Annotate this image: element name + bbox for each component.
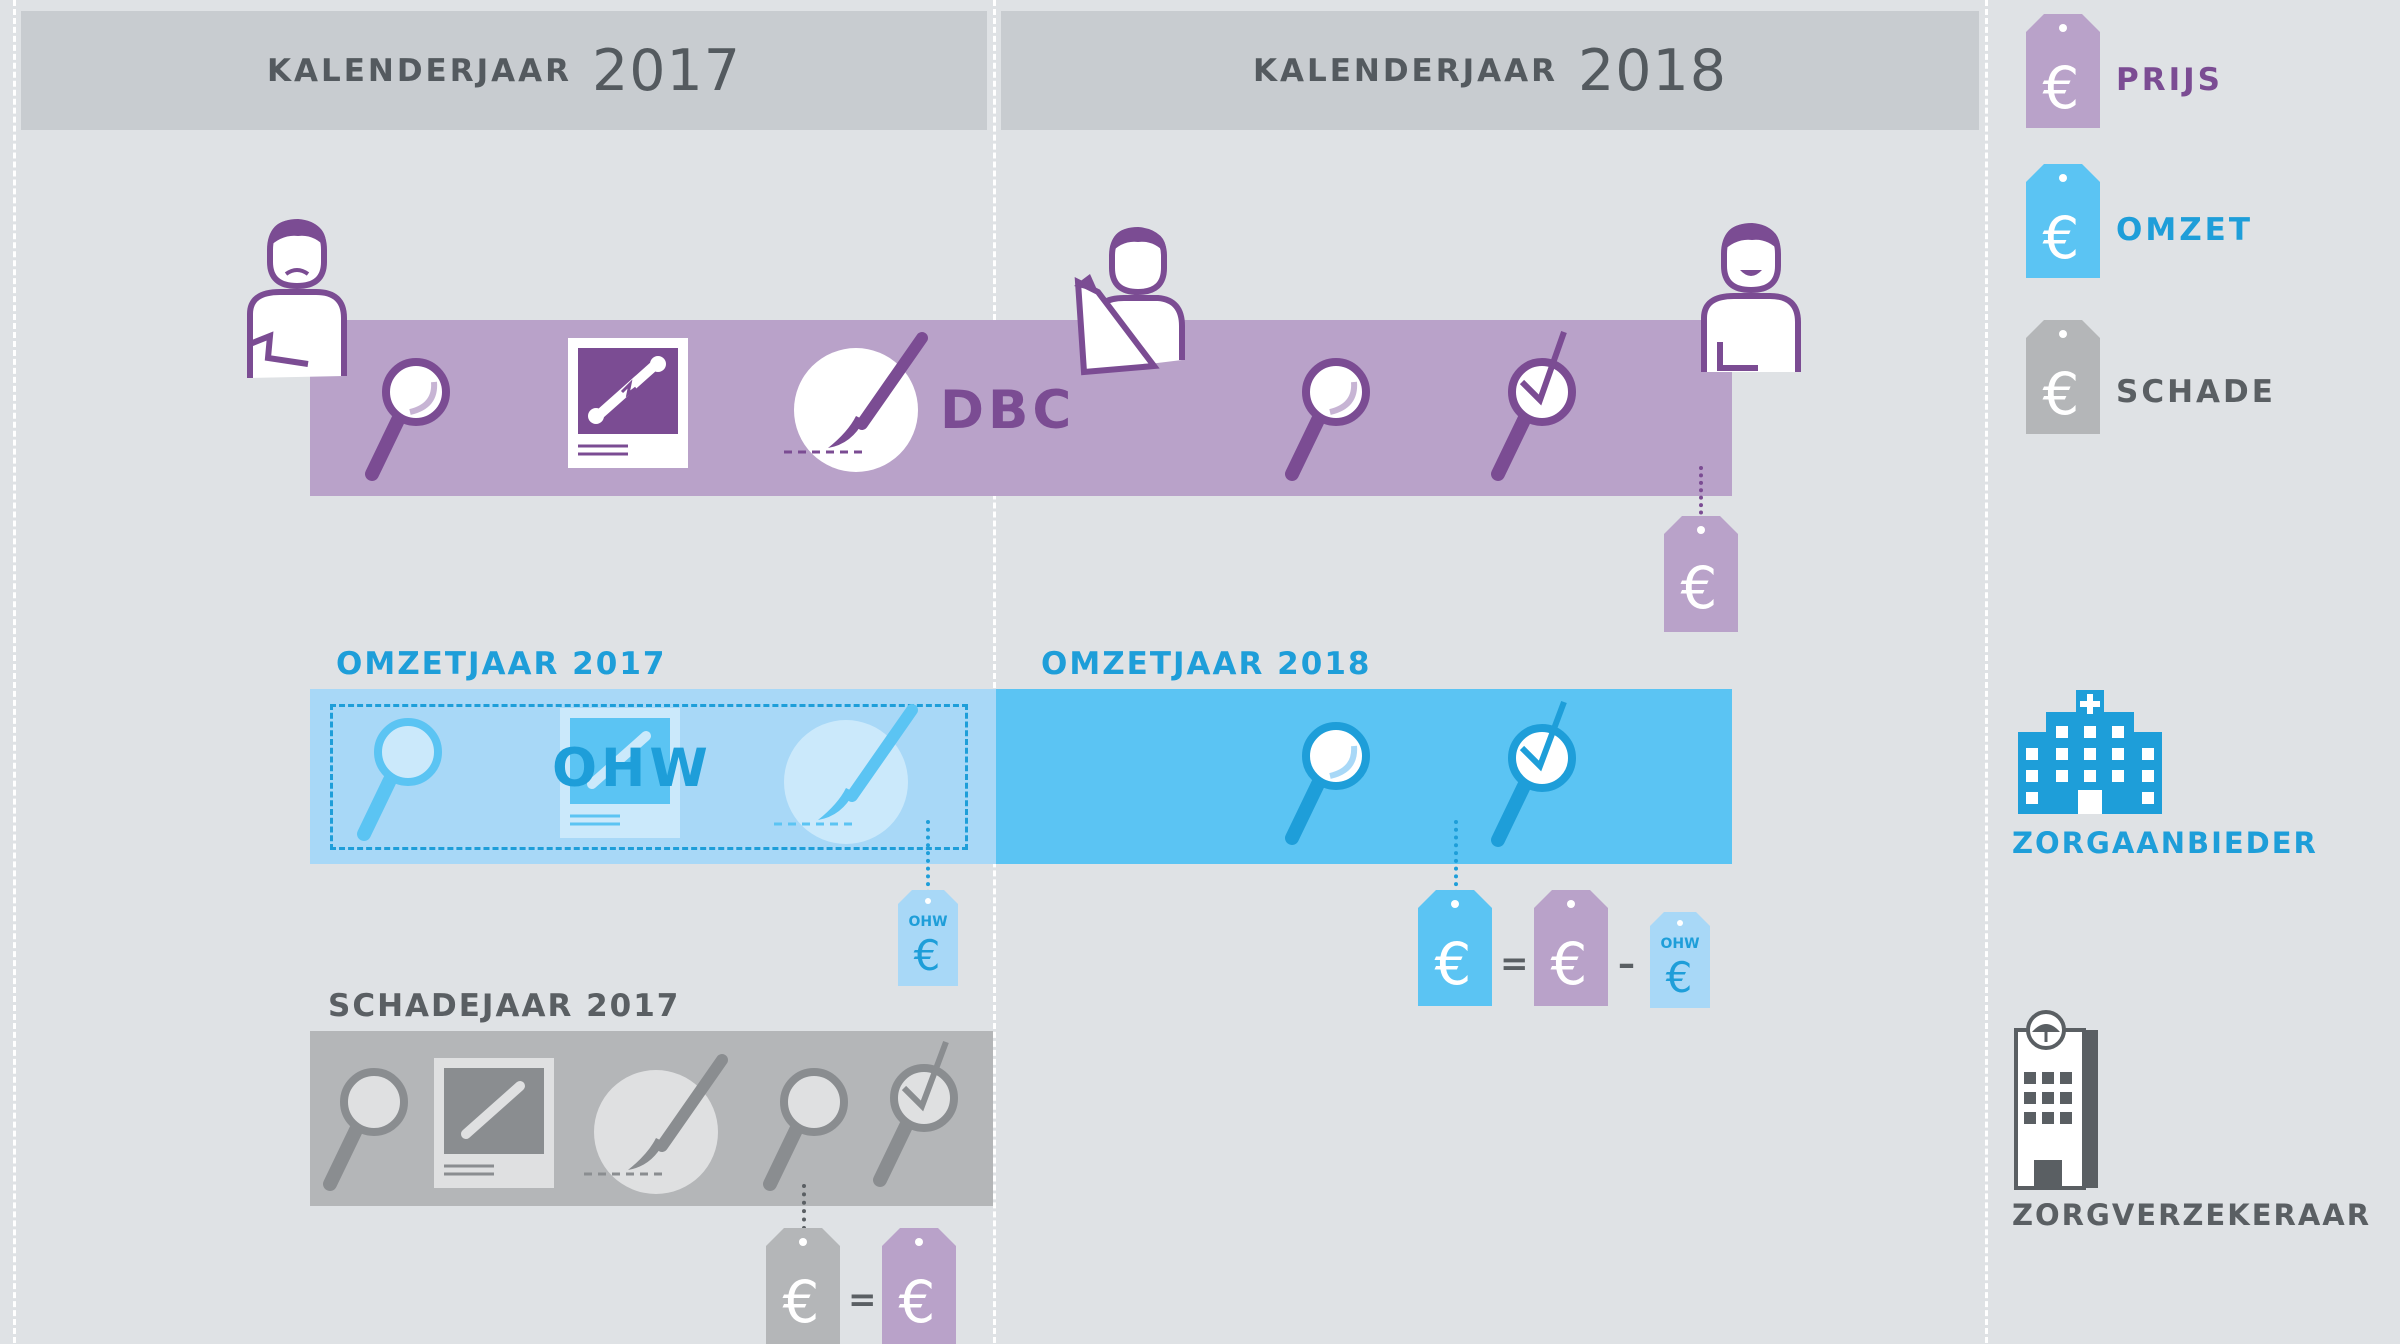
price-tag-icon: € xyxy=(1664,516,1738,632)
euro-symbol: € xyxy=(899,1268,936,1336)
legend-schade-label: SCHADE xyxy=(2116,374,2276,410)
omzetjaar-2018-title: OMZETJAAR 2018 xyxy=(1041,646,1372,682)
magnifier-check-icon xyxy=(873,1040,958,1187)
calendar-header-2018: KALENDERJAAR 2018 xyxy=(1001,11,1979,130)
legend-schade-tag-icon: € xyxy=(2026,320,2100,434)
calendar-header-2017: KALENDERJAAR 2017 xyxy=(21,11,987,130)
magnifier-icon xyxy=(357,718,442,841)
price-tag-icon: € xyxy=(1534,890,1608,1006)
schadejaar-2017-title: SCHADEJAAR 2017 xyxy=(328,988,681,1024)
equals-sign: = xyxy=(848,1280,877,1320)
euro-symbol: € xyxy=(914,931,941,980)
omzet-tag-connector xyxy=(1454,820,1458,894)
scalpel-surgery-icon xyxy=(584,1054,728,1194)
zorgverzekeraar-label: ZORGVERZEKERAAR xyxy=(2012,1198,2372,1232)
legend-divider-line xyxy=(1985,0,1988,1343)
calendar-year: 2017 xyxy=(592,37,742,104)
calendar-year: 2018 xyxy=(1578,37,1728,104)
ohw-tag-text: OHW xyxy=(1660,936,1699,952)
magnifier-icon xyxy=(365,358,450,481)
magnifier-check-icon xyxy=(1491,700,1576,847)
zorgaanbieder-label: ZORGAANBIEDER xyxy=(2012,826,2318,860)
magnifier-icon xyxy=(1285,358,1370,481)
xray-image-icon xyxy=(568,338,688,468)
euro-symbol: € xyxy=(1551,930,1588,998)
happy-patient-icon xyxy=(1701,222,1801,372)
euro-symbol: € xyxy=(2043,204,2080,272)
ohw-tag-text: OHW xyxy=(908,914,947,930)
euro-symbol: € xyxy=(1681,554,1718,622)
magnifier-check-icon xyxy=(1491,331,1576,481)
schade-tag-icon: € xyxy=(766,1228,840,1344)
euro-symbol: € xyxy=(2043,360,2080,428)
calendar-word: KALENDERJAAR xyxy=(266,52,572,89)
equals-sign: = xyxy=(1500,944,1529,984)
omzet-2018-band xyxy=(996,689,1732,864)
ohw-tag-icon: OHW € xyxy=(1650,912,1710,1008)
dbc-label: DBC xyxy=(940,380,1076,441)
price-tag-connector xyxy=(1699,466,1703,522)
insurer-building-icon xyxy=(2014,1010,2098,1190)
euro-symbol: € xyxy=(1435,930,1472,998)
ohw-label: OHW xyxy=(552,738,712,799)
legend-omzet-label: OMZET xyxy=(2116,212,2254,248)
magnifier-icon xyxy=(763,1068,848,1191)
euro-symbol: € xyxy=(783,1268,820,1336)
omzet-tag-icon: € xyxy=(1418,890,1492,1006)
left-border-line xyxy=(13,0,16,1343)
legend-omzet-tag-icon: € xyxy=(2026,164,2100,278)
minus-sign: – xyxy=(1618,944,1635,984)
xray-image-icon xyxy=(434,1058,554,1188)
schade-tag-connector xyxy=(802,1184,806,1230)
legend-prijs-tag-icon: € xyxy=(2026,14,2100,128)
calendar-word: KALENDERJAAR xyxy=(1252,52,1558,89)
magnifier-icon xyxy=(323,1068,408,1191)
year-divider-line xyxy=(993,0,996,1343)
xray-image-icon xyxy=(560,708,680,838)
price-tag-icon: € xyxy=(882,1228,956,1344)
magnifier-icon xyxy=(1285,722,1370,845)
ohw-dashed-frame xyxy=(330,704,968,850)
hospital-building-icon xyxy=(2018,690,2162,814)
patient-with-sling-icon xyxy=(1074,226,1185,376)
ohw-tag-connector xyxy=(926,820,930,894)
scalpel-surgery-icon xyxy=(774,704,918,844)
omzetjaar-2017-title: OMZETJAAR 2017 xyxy=(336,646,667,682)
euro-symbol: € xyxy=(1666,953,1693,1002)
sad-patient-icon xyxy=(247,218,347,378)
legend-prijs-label: PRIJS xyxy=(2116,62,2223,98)
ohw-tag-icon: OHW € xyxy=(898,890,958,986)
scalpel-surgery-icon xyxy=(784,332,928,472)
euro-symbol: € xyxy=(2043,54,2080,122)
